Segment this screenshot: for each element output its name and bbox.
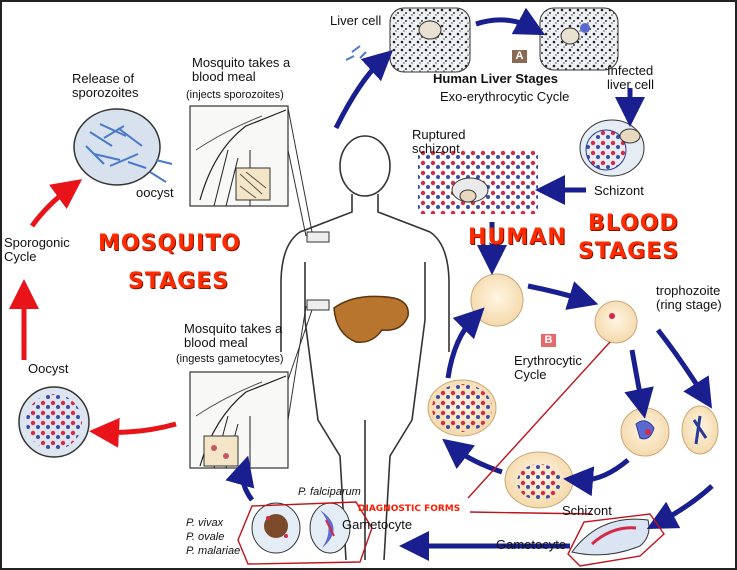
- badge-b: [541, 334, 556, 347]
- liver-icon: [333, 295, 409, 343]
- human-body-outline: [280, 135, 450, 561]
- red-blood-cell-trophozoite-2: [681, 405, 719, 455]
- badge-b-letter: B: [544, 334, 553, 346]
- blood-annotation: BLOOD: [588, 211, 679, 236]
- schizont-rbc-image: [504, 451, 574, 509]
- connector-line: [287, 149, 307, 237]
- gametocyte-left-label: Gametocyte: [342, 517, 413, 532]
- cycle-arrows-red: [8, 179, 177, 448]
- schizont-blood-label: Schizont: [562, 503, 612, 518]
- gametocyte-bottom-label: Gametocyte: [496, 537, 567, 552]
- mosquito-stages-annotation-line2: STAGES: [128, 269, 230, 294]
- gametocyte-rbc-image: [571, 518, 650, 556]
- mosquito-feeding-image-top: [189, 105, 289, 207]
- liver-cell-label: Liver cell: [330, 13, 382, 28]
- ruptured-rbc-merozoites: [427, 379, 497, 437]
- release-sporozoites-label: Release of sporozoites: [72, 71, 139, 100]
- sporogonic-cycle-label: Sporogonic Cycle: [4, 235, 70, 264]
- injects-sporozoites-label: (injects sporozoites): [186, 89, 284, 101]
- infected-liver-cell-image-b: [579, 119, 645, 177]
- cycle-arrows-blue: [225, 7, 714, 561]
- red-blood-cell-uninfected: [470, 273, 524, 327]
- connector-line: [287, 107, 313, 233]
- ingestion-site-marker: [306, 299, 330, 311]
- diagnostic-forms-callout: [237, 341, 665, 567]
- red-blood-cell-ring-stage: [594, 300, 638, 344]
- trophozoite-label: trophozoite (ring stage): [656, 283, 722, 312]
- ruptured-schizont-label: Ruptured schizont: [412, 127, 466, 156]
- schizont-liver-label: Schizont: [594, 183, 644, 198]
- erythrocytic-cycle-label: Erythrocytic Cycle: [514, 353, 582, 382]
- mosquito-blood-meal-top-label: Mosquito takes a blood meal: [192, 55, 291, 84]
- exo-erythrocytic-cycle-label: Exo-erythrocytic Cycle: [440, 89, 570, 104]
- oocyst-releasing-sporozoites: [73, 108, 173, 186]
- p-malariae-label: P. malariae: [186, 545, 241, 557]
- oocyst-image: [18, 386, 90, 458]
- infected-liver-cell-image-a: [539, 7, 619, 71]
- mosquito-blood-meal-bottom-label: Mosquito takes a blood meal: [184, 321, 283, 350]
- human-annotation: HUMAN: [468, 225, 567, 250]
- oocyst-small-label: oocyst: [136, 185, 174, 200]
- mosquito-feeding-image-bottom: [189, 371, 289, 469]
- p-ovale-label: P. ovale: [186, 531, 225, 543]
- human-liver-stages-label: Human Liver Stages: [433, 71, 558, 86]
- infected-liver-cell-label: Infected liver cell: [607, 63, 654, 92]
- badge-a: [512, 50, 527, 63]
- liver-cell-image: [345, 7, 471, 73]
- blood-stages-annotation: STAGES: [578, 239, 680, 264]
- p-vivax-label: P. vivax: [186, 517, 224, 529]
- oocyst-label: Oocyst: [28, 361, 69, 376]
- sporozoites-icon: [345, 45, 367, 61]
- ingests-gametocytes-label: (ingests gametocytes): [176, 353, 284, 365]
- mosquito-stages-annotation-line1: MOSQUITO: [98, 231, 241, 256]
- p-falciparum-label: P. falciparum: [298, 486, 361, 498]
- connector-line: [287, 305, 307, 421]
- diagnostic-forms-annotation: DIAGNOSTIC FORMS: [358, 504, 461, 514]
- gametocytes-image: [251, 502, 351, 554]
- badge-a-letter: A: [515, 50, 524, 62]
- red-blood-cell-trophozoite-1: [620, 407, 670, 457]
- ruptured-schizont-image: [418, 150, 538, 214]
- injection-site-marker: [306, 231, 330, 243]
